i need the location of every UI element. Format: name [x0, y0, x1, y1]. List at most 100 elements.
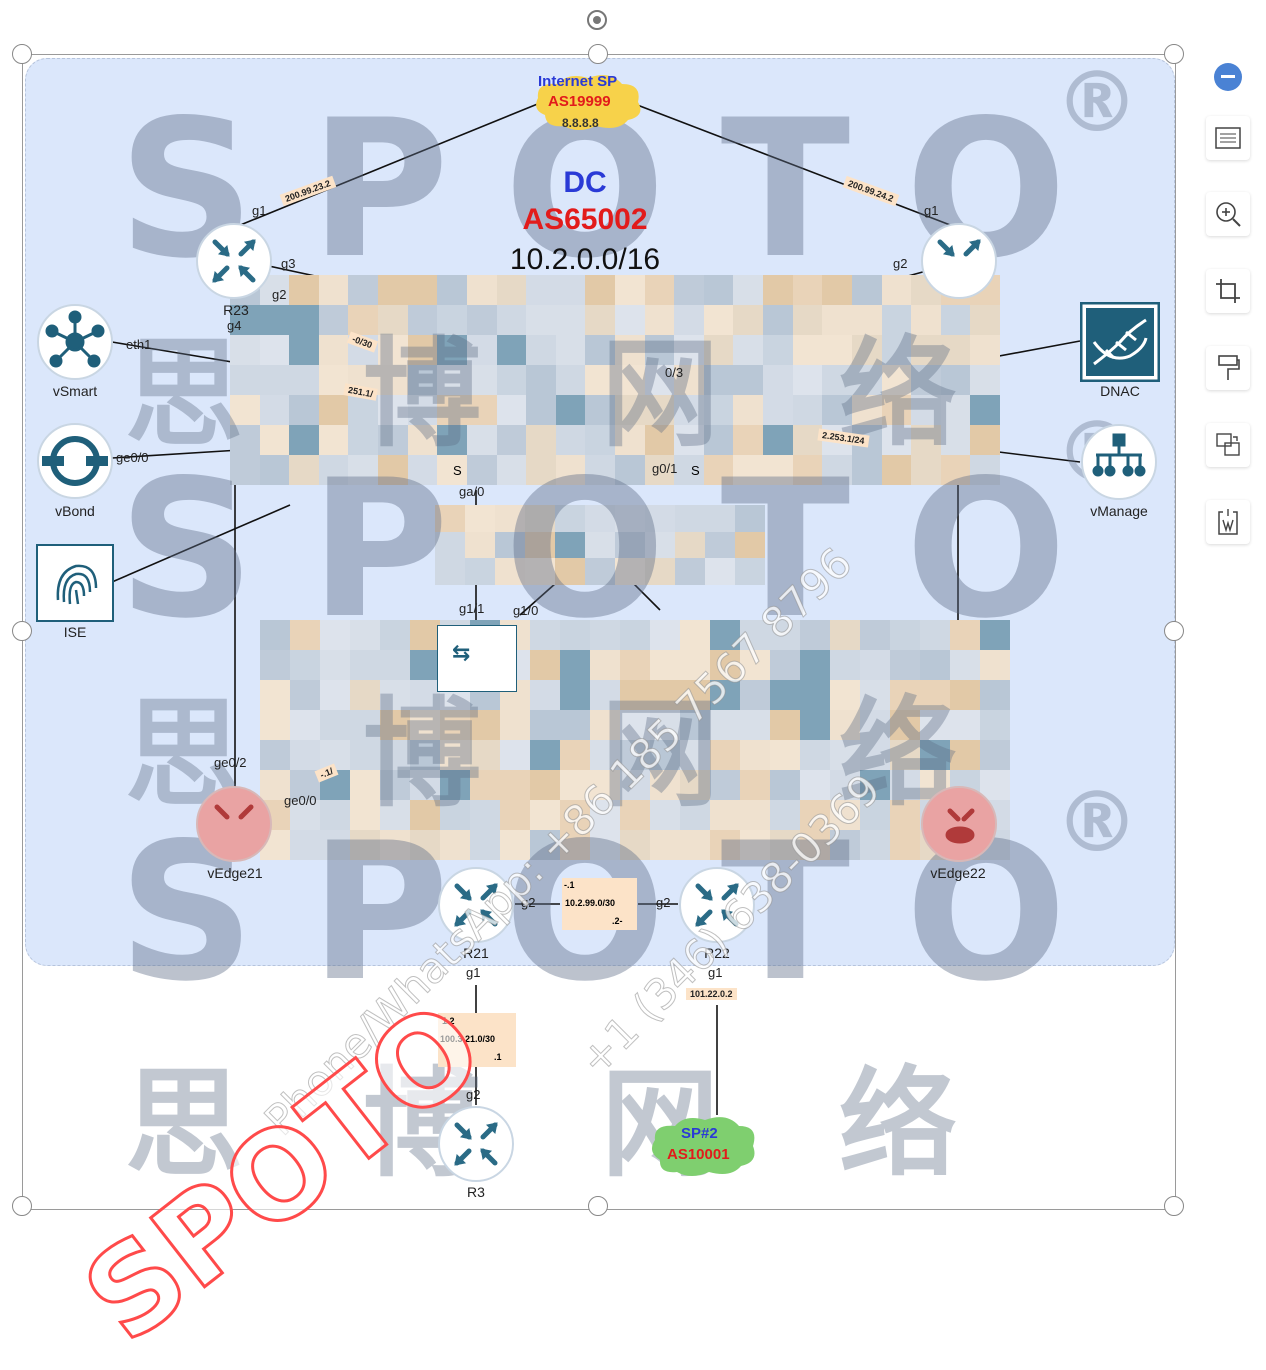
- mosaic-block: [710, 620, 740, 650]
- mosaic-block: [320, 650, 350, 680]
- mosaic-block: [650, 770, 680, 800]
- mosaic-block: [911, 335, 941, 365]
- router-r22-icon[interactable]: [678, 866, 756, 944]
- mosaic-block: [410, 680, 440, 710]
- vedge21-icon[interactable]: [195, 785, 273, 863]
- mosaic-block: [650, 680, 680, 710]
- mosaic-block: [230, 425, 260, 455]
- mosaic-block: [680, 800, 710, 830]
- mosaic-block: [466, 425, 497, 455]
- mosaic-block: [980, 650, 1010, 680]
- mosaic-block: [881, 305, 912, 335]
- mosaic-block: [792, 395, 823, 425]
- resize-handle-br[interactable]: [1164, 1196, 1184, 1216]
- layout-options-button[interactable]: [1206, 116, 1250, 160]
- mosaic-block: [560, 680, 590, 710]
- mosaic-block: [615, 455, 645, 485]
- router-r24-icon[interactable]: [920, 222, 998, 300]
- mosaic-block: [526, 455, 556, 485]
- mosaic-block: [970, 365, 1000, 395]
- dc-prefix: 10.2.0.0/16: [509, 243, 661, 276]
- mosaic-block: [585, 335, 615, 365]
- mosaic-block: [590, 680, 620, 710]
- mosaic-block: [680, 710, 710, 740]
- mosaic-block: [680, 740, 710, 770]
- r23-label: R23: [223, 302, 249, 318]
- mosaic-block: [526, 335, 556, 365]
- mosaic-block: [260, 650, 290, 680]
- resize-handle-ml[interactable]: [12, 621, 32, 641]
- mosaic-block: [740, 650, 770, 680]
- export-button[interactable]: [1206, 500, 1250, 544]
- dnac-icon[interactable]: [1080, 302, 1160, 382]
- mosaic-block: [560, 650, 590, 680]
- mosaic-block: [800, 770, 830, 800]
- mosaic-block: [644, 305, 675, 335]
- mosaic-block: [555, 531, 585, 559]
- mosaic-block: [770, 710, 800, 740]
- format-painter-button[interactable]: [1206, 346, 1250, 390]
- resize-handle-bm[interactable]: [588, 1196, 608, 1216]
- mosaic-block: [290, 710, 320, 740]
- mosaic-block: [437, 275, 467, 305]
- ise-label: ISE: [63, 624, 87, 640]
- vmanage-icon[interactable]: [1080, 423, 1158, 501]
- mosaic-block: [350, 830, 380, 860]
- mosaic-block: [650, 740, 680, 770]
- zoom-in-button[interactable]: [1206, 192, 1250, 236]
- mosaic-block: [289, 335, 319, 365]
- r24-g2-label: g2: [893, 256, 908, 271]
- mosaic-block: [822, 455, 852, 485]
- mosaic-block: [350, 740, 380, 770]
- mosaic-block: [290, 800, 320, 830]
- mosaic-block: [259, 365, 290, 395]
- mosaic-block: [526, 275, 556, 305]
- resize-handle-mr[interactable]: [1164, 621, 1184, 641]
- mosaic-block: [644, 395, 675, 425]
- mosaic-block: [585, 395, 615, 425]
- mosaic-block: [470, 830, 500, 860]
- mosaic-block: [650, 800, 680, 830]
- mosaic-block: [435, 505, 465, 532]
- mosaic-block: [710, 830, 740, 860]
- link-vbond: [111, 449, 241, 459]
- link-ise: [111, 504, 291, 583]
- mosaic-block: [615, 365, 645, 395]
- mosaic-block: [590, 620, 620, 650]
- crop-button[interactable]: [1206, 269, 1250, 313]
- vedge22-icon[interactable]: [920, 785, 998, 863]
- r3-g2-label: g2: [466, 1087, 481, 1102]
- mosaic-block: [674, 305, 704, 335]
- rotate-handle[interactable]: [587, 10, 607, 30]
- router-r23-icon[interactable]: [195, 222, 273, 300]
- router-r21-icon[interactable]: [437, 866, 515, 944]
- mosaic-block: [680, 770, 710, 800]
- mosaic-block: [380, 830, 410, 860]
- mosaic-block: [763, 305, 793, 335]
- resize-handle-bl[interactable]: [12, 1196, 32, 1216]
- mosaic-block: [380, 680, 410, 710]
- mosaic-block: [530, 710, 560, 740]
- switch-1-icon[interactable]: ⇆: [437, 625, 517, 692]
- mosaic-block: [495, 558, 525, 585]
- ise-icon[interactable]: [36, 544, 114, 622]
- mosaic-block: [530, 740, 560, 770]
- resize-handle-tm[interactable]: [588, 44, 608, 64]
- resize-handle-tl[interactable]: [12, 44, 32, 64]
- mosaic-block: [555, 425, 586, 455]
- replace-image-button[interactable]: [1206, 423, 1250, 467]
- mosaic-block: [920, 680, 950, 710]
- resize-handle-tr[interactable]: [1164, 44, 1184, 64]
- vsmart-icon[interactable]: [36, 303, 114, 381]
- switch-sw1-partial-label: S: [453, 463, 462, 478]
- mosaic-block: [440, 830, 470, 860]
- internet-sp-cloud: [536, 75, 641, 130]
- mosaic-block: [289, 365, 319, 395]
- subnet-r21-r22-b: .2-: [612, 916, 623, 926]
- mosaic-block: [822, 335, 852, 365]
- collapse-button[interactable]: [1214, 63, 1242, 91]
- router-r3-icon[interactable]: [437, 1105, 515, 1183]
- mosaic-block: [733, 305, 764, 335]
- mosaic-block: [410, 740, 440, 770]
- vbond-icon[interactable]: [36, 422, 114, 500]
